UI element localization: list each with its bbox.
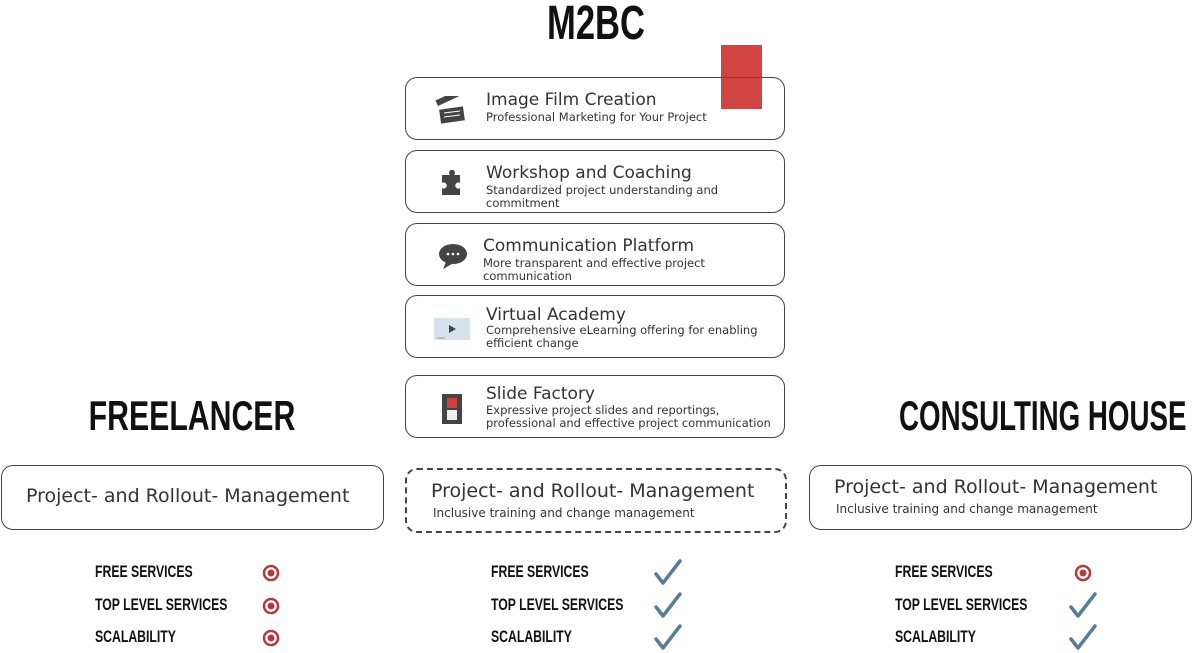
feature-label: TOP LEVEL SERVICES	[895, 595, 1028, 614]
box-subtitle: Inclusive training and change management	[433, 506, 695, 520]
m2bc-box: Project- and Rollout- Management Inclusi…	[405, 468, 787, 533]
clapperboard-icon	[435, 96, 465, 124]
checkmark-icon	[1069, 624, 1097, 650]
service-subtitle: Professional Marketing for Your Project	[486, 110, 707, 124]
service-academy: Virtual Academy Comprehensive eLearning …	[405, 295, 785, 358]
service-title: Image Film Creation	[486, 90, 657, 110]
accent-marker	[721, 45, 762, 109]
service-subtitle: Standardized project understanding and c…	[486, 183, 719, 210]
freelancer-heading: FREELANCER	[88, 392, 296, 439]
service-subtitle: Comprehensive eLearning offering for ena…	[486, 323, 758, 350]
feature-label: SCALABILITY	[95, 627, 176, 646]
service-title: Workshop and Coaching	[486, 163, 692, 183]
puzzle-icon	[442, 169, 460, 195]
service-communication: Communication Platform More transparent …	[405, 223, 785, 286]
consulting-box: Project- and Rollout- Management Inclusi…	[809, 465, 1192, 530]
service-title: Communication Platform	[483, 236, 695, 256]
checkmark-icon	[1069, 592, 1097, 618]
feature-label: FREE SERVICES	[491, 562, 589, 581]
checkmark-icon	[654, 559, 682, 585]
main-title: M2BC	[547, 0, 645, 50]
service-title: Virtual Academy	[486, 305, 626, 325]
checkmark-icon	[654, 624, 682, 650]
feature-label: SCALABILITY	[895, 627, 976, 646]
checkmark-icon	[654, 592, 682, 618]
consulting-house-heading: CONSULTING HOUSE	[899, 392, 1187, 439]
film-strip-icon	[442, 394, 462, 424]
feature-label: FREE SERVICES	[95, 562, 193, 581]
target-no-icon	[262, 629, 280, 647]
box-title: Project- and Rollout- Management	[431, 480, 755, 502]
service-slide-factory: Slide Factory Expressive project slides …	[405, 375, 785, 438]
box-title: Project- and Rollout- Management	[834, 476, 1158, 498]
chat-bubble-icon	[439, 244, 467, 269]
video-player-icon	[434, 318, 470, 340]
service-subtitle: Expressive project slides and reportings…	[486, 403, 771, 430]
feature-label: FREE SERVICES	[895, 562, 993, 581]
service-subtitle: More transparent and effective project c…	[483, 256, 705, 283]
target-no-icon	[262, 597, 280, 615]
feature-label: SCALABILITY	[491, 627, 572, 646]
box-title: Project- and Rollout- Management	[26, 485, 350, 507]
feature-label: TOP LEVEL SERVICES	[491, 595, 624, 614]
box-subtitle: Inclusive training and change management	[836, 502, 1098, 516]
service-title: Slide Factory	[486, 384, 595, 404]
target-no-icon	[1074, 564, 1092, 582]
target-no-icon	[262, 564, 280, 582]
freelancer-box: Project- and Rollout- Management	[1, 465, 384, 530]
service-image-film: Image Film Creation Professional Marketi…	[405, 77, 785, 140]
service-workshop: Workshop and Coaching Standardized proje…	[405, 150, 785, 213]
feature-label: TOP LEVEL SERVICES	[95, 595, 228, 614]
